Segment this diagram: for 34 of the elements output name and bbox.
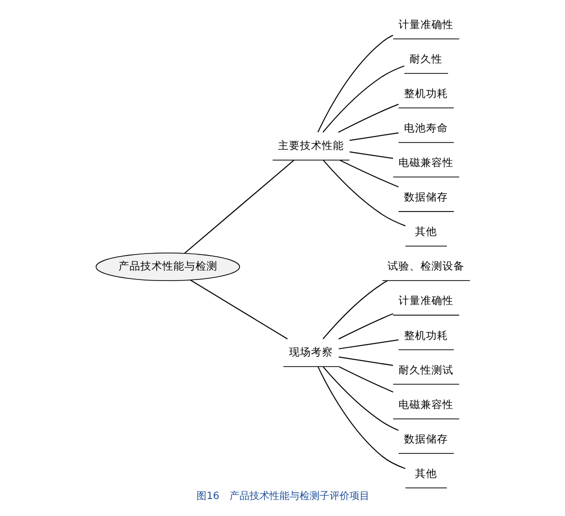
connector — [189, 280, 288, 340]
connector — [316, 34, 393, 133]
connector — [348, 132, 398, 141]
caption: 图16 产品技术性能与检测子评价项目 — [196, 490, 369, 502]
node-text: 耐久性 — [409, 52, 442, 66]
node-text: 现场考察 — [288, 346, 333, 359]
node-text: 整机功耗 — [404, 328, 448, 342]
connector — [322, 366, 398, 431]
connector — [338, 339, 398, 350]
node-text: 数据储存 — [404, 190, 448, 204]
connector — [337, 104, 398, 133]
connector — [348, 151, 394, 159]
connector — [338, 356, 393, 366]
node-text: 计量准确性 — [398, 18, 454, 31]
node-text: 耐久性测试 — [398, 363, 454, 376]
connector — [322, 65, 404, 133]
node-text: 电磁兼容性 — [398, 156, 454, 170]
connector — [322, 280, 388, 340]
connector — [317, 366, 406, 470]
node-text: 计量准确性 — [398, 294, 454, 308]
node-text: 主要技术性能 — [278, 139, 344, 152]
node-text: 整机功耗 — [404, 86, 448, 100]
connector — [322, 160, 406, 226]
node-ellipse: 产品技术性能与检测 — [95, 252, 240, 282]
node-text: 电磁兼容性 — [398, 398, 454, 411]
connector — [338, 366, 394, 393]
node-text: 电池寿命 — [404, 121, 448, 134]
connector — [338, 160, 398, 188]
connector — [184, 160, 294, 254]
connector — [338, 313, 394, 340]
node-text: 数据储存 — [404, 432, 448, 446]
node-text: 试验、检测设备 — [387, 260, 464, 273]
node-text: 其他 — [414, 225, 437, 238]
node-text: 其他 — [414, 466, 437, 480]
